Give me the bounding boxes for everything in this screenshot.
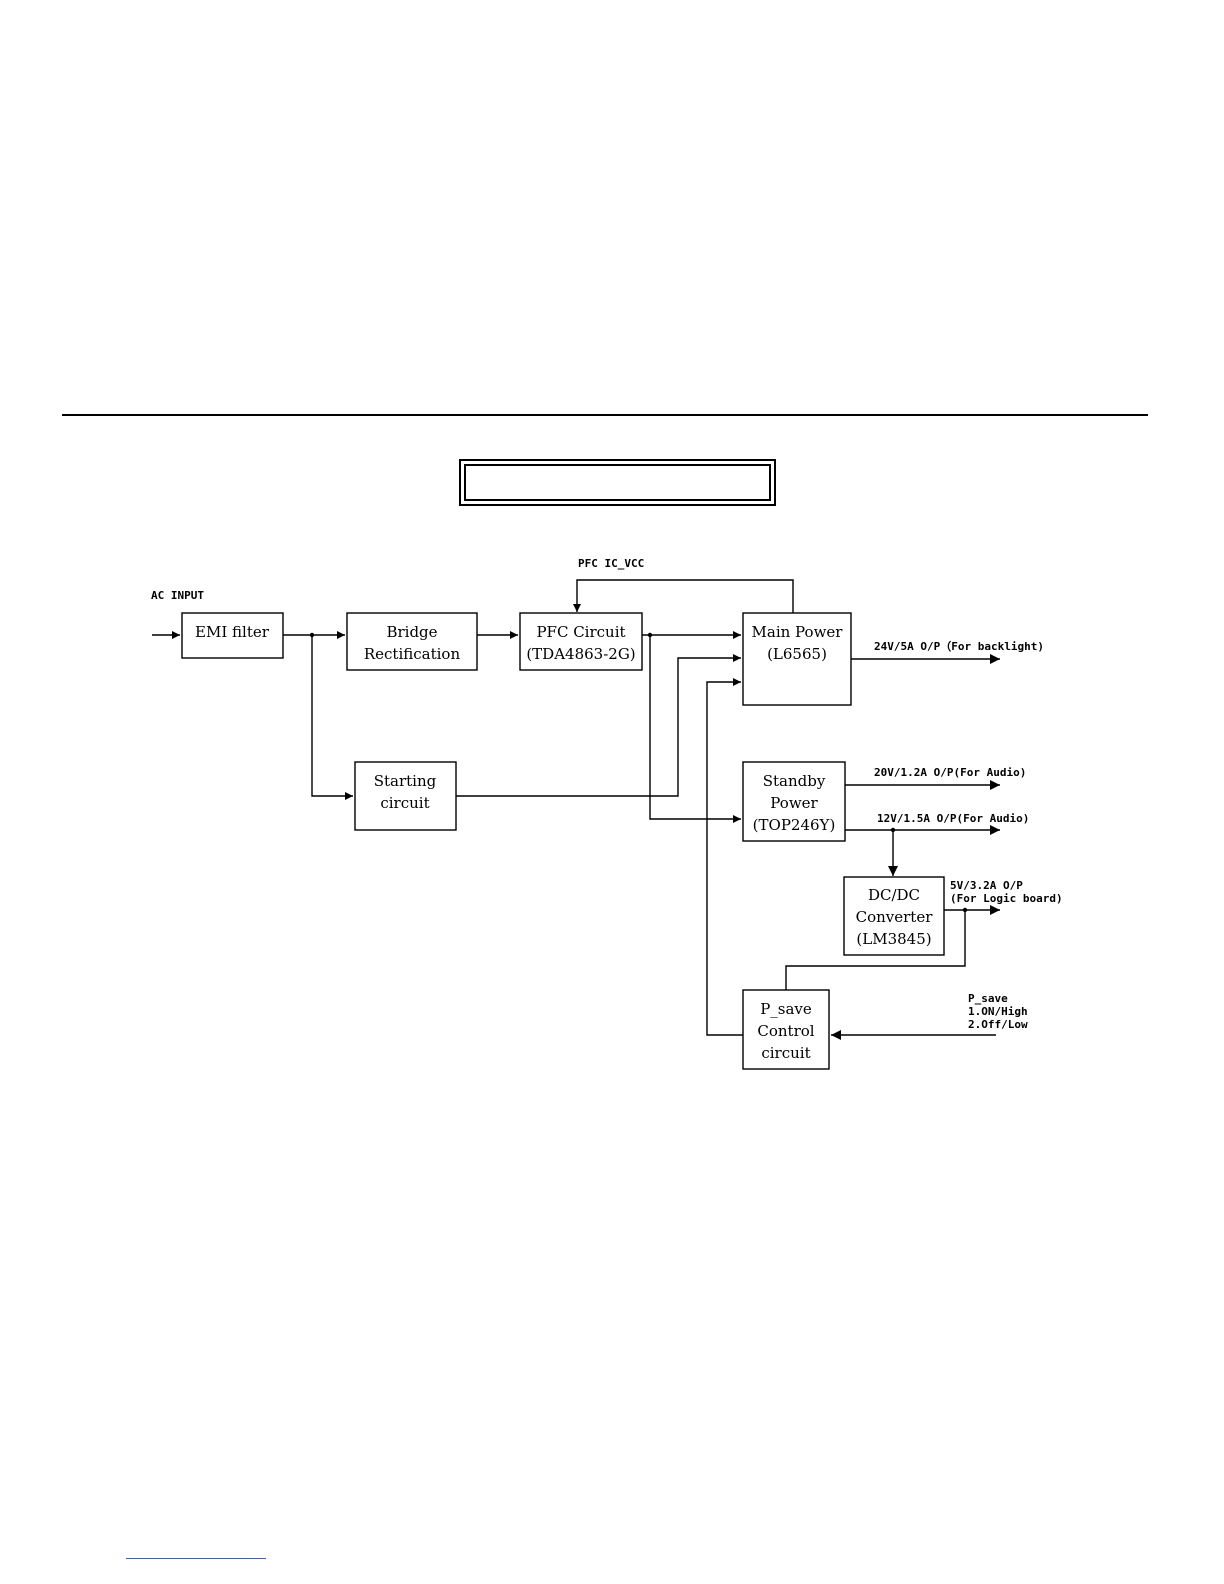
block-label: (L6565) bbox=[767, 645, 827, 663]
footer-link-underline[interactable] bbox=[126, 1558, 266, 1559]
block-label: EMI filter bbox=[195, 623, 270, 641]
block-label: circuit bbox=[761, 1044, 810, 1062]
wire-psave-to-main bbox=[706, 678, 743, 1036]
psave-on-label: 1.ON/High bbox=[968, 1005, 1028, 1018]
output-12v-label: 12V/1.5A O/P(For Audio) bbox=[877, 812, 1029, 825]
block-label: Converter bbox=[856, 908, 934, 926]
block-main-power: Main Power (L6565) bbox=[742, 612, 852, 706]
block-dcdc-converter: DC/DC Converter (LM3845) bbox=[843, 876, 945, 956]
junction-dot bbox=[890, 827, 896, 833]
wire-main-to-pfc-vcc bbox=[573, 579, 794, 613]
junction-dot bbox=[309, 632, 315, 638]
block-starting-circuit: Starting circuit bbox=[354, 761, 457, 831]
wire-emi-to-starting bbox=[311, 635, 353, 800]
output-5v-sublabel: (For Logic board) bbox=[950, 892, 1063, 905]
block-label: Rectification bbox=[364, 645, 461, 663]
block-label: Starting bbox=[374, 772, 437, 790]
ac-input-label: AC INPUT bbox=[151, 589, 204, 602]
junction-dot bbox=[962, 907, 968, 913]
block-label: (TOP246Y) bbox=[753, 816, 836, 834]
block-label: DC/DC bbox=[868, 886, 920, 904]
block-label: Standby bbox=[763, 772, 826, 790]
output-5v-label: 5V/3.2A O/P bbox=[950, 879, 1023, 892]
title-frame bbox=[459, 459, 776, 506]
block-bridge-rectification: Bridge Rectification bbox=[346, 612, 478, 671]
block-label: circuit bbox=[380, 794, 429, 812]
block-emi-filter: EMI filter bbox=[181, 612, 284, 659]
output-20v-label: 20V/1.2A O/P(For Audio) bbox=[874, 766, 1026, 779]
block-label: Control bbox=[757, 1022, 814, 1040]
junction-dots bbox=[309, 632, 968, 913]
wire-starting-to-main bbox=[456, 654, 741, 797]
psave-off-label: 2.Off/Low bbox=[968, 1018, 1028, 1031]
block-label: Main Power bbox=[752, 623, 844, 641]
wire-5v-to-psave bbox=[785, 910, 966, 990]
page-divider-rule bbox=[62, 414, 1148, 416]
block-standby-power: Standby Power (TOP246Y) bbox=[742, 761, 846, 842]
psave-signal-label: P_save bbox=[968, 992, 1008, 1005]
junction-dot bbox=[647, 632, 653, 638]
wire-pfc-to-standby bbox=[649, 635, 741, 823]
block-label: Power bbox=[770, 794, 818, 812]
pfc-ic-vcc-label: PFC IC_VCC bbox=[578, 557, 644, 570]
signal-labels: PFC IC_VCC AC INPUT 24V/5A O/P（For backl… bbox=[151, 557, 1063, 1031]
block-label: Bridge bbox=[386, 623, 437, 641]
block-label: (LM3845) bbox=[856, 930, 931, 948]
block-label: P_save bbox=[760, 1000, 812, 1018]
block-label: (TDA4863-2G) bbox=[526, 645, 635, 663]
block-label: PFC Circuit bbox=[536, 623, 625, 641]
connection-wires bbox=[152, 579, 1000, 1040]
output-24v-label: 24V/5A O/P（For backlight) bbox=[874, 640, 1044, 653]
block-psave-control: P_save Control circuit bbox=[742, 989, 830, 1070]
block-pfc-circuit: PFC Circuit (TDA4863-2G) bbox=[519, 612, 643, 671]
